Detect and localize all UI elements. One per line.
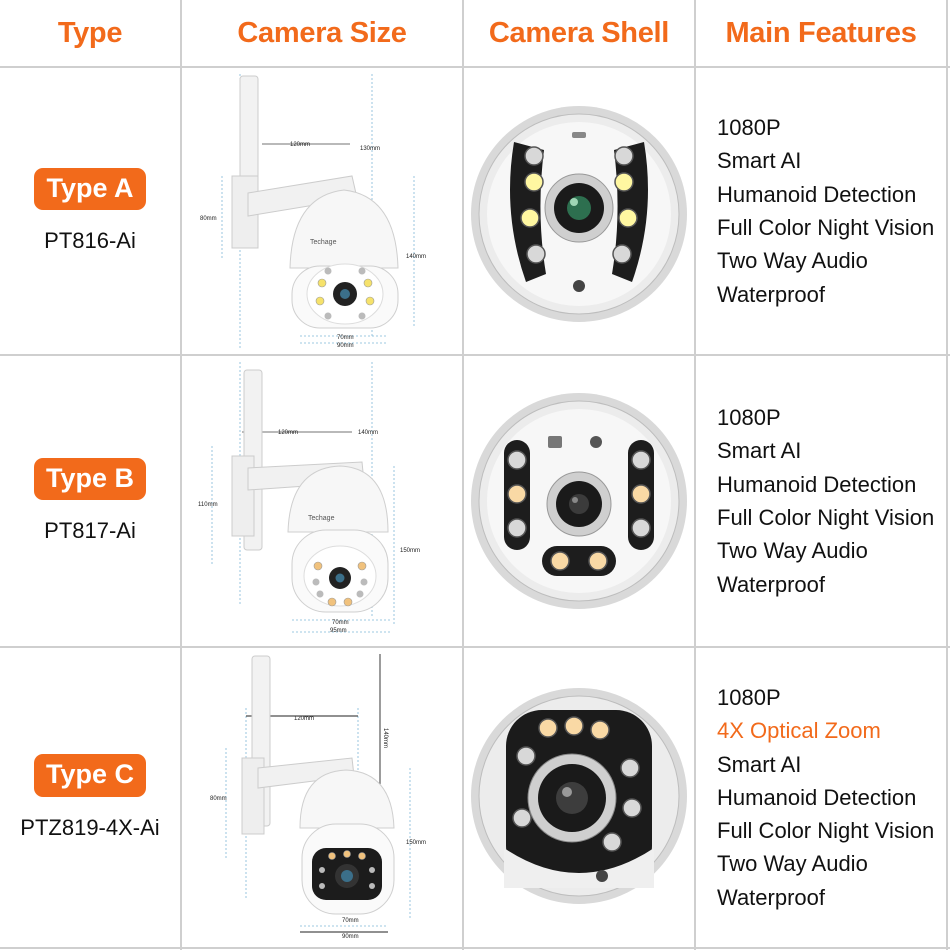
feature-item: Smart AI bbox=[717, 751, 802, 777]
features-cell: 1080P Smart AI Humanoid Detection Full C… bbox=[717, 68, 947, 354]
dimension-label: 70mm bbox=[342, 918, 359, 924]
grid-line bbox=[946, 0, 948, 950]
header-camera-size: Camera Size bbox=[237, 16, 407, 49]
camera-shell-image bbox=[471, 688, 687, 904]
feature-item: Full Color Night Vision bbox=[717, 818, 935, 844]
feature-item: Smart AI bbox=[717, 438, 802, 464]
dimension-label: 70mm bbox=[337, 335, 354, 341]
grid-line bbox=[0, 66, 950, 68]
feature-item: Two Way Audio bbox=[717, 851, 868, 877]
feature-item: 1080P bbox=[717, 405, 781, 431]
grid-line bbox=[694, 0, 696, 950]
feature-item-highlight: 4X Optical Zoom bbox=[717, 718, 881, 744]
dimension-label: 130mm bbox=[360, 146, 380, 152]
type-cell: Type C PTZ819-4X-Ai bbox=[0, 648, 180, 947]
type-cell: Type B PT817-Ai bbox=[0, 356, 180, 646]
feature-item: Waterproof bbox=[717, 884, 826, 910]
features-cell: 1080P 4X Optical Zoom Smart AI Humanoid … bbox=[717, 648, 947, 947]
header-camera-shell: Camera Shell bbox=[488, 16, 670, 49]
dimension-label: 150mm bbox=[406, 840, 426, 846]
features-cell: 1080P Smart AI Humanoid Detection Full C… bbox=[717, 356, 947, 646]
feature-item: Full Color Night Vision bbox=[717, 505, 935, 530]
dimension-label: 140mm bbox=[406, 254, 426, 260]
grid-line bbox=[0, 646, 950, 648]
camera-shell-cell bbox=[464, 68, 694, 354]
feature-item: Waterproof bbox=[717, 571, 826, 597]
camera-shell-image bbox=[471, 393, 687, 609]
grid-line bbox=[0, 354, 950, 356]
feature-item: Two Way Audio bbox=[717, 248, 868, 274]
dimension-label: 150mm bbox=[400, 548, 420, 554]
feature-item: Humanoid Detection bbox=[717, 471, 917, 497]
camera-shell-image bbox=[471, 106, 687, 322]
dimension-label: 90mm bbox=[337, 343, 354, 349]
camera-shell-cell bbox=[464, 648, 694, 947]
dimension-label: 70mm bbox=[332, 620, 349, 626]
grid-line bbox=[462, 0, 464, 950]
camera-shell-cell bbox=[464, 356, 694, 646]
camera-size-cell: 120mm 140mm 80mm 150mm 70mm 90mm bbox=[182, 648, 462, 947]
feature-item: Full Color Night Vision bbox=[717, 215, 935, 240]
dimension-label: 140mm bbox=[382, 728, 388, 748]
feature-item: Humanoid Detection bbox=[717, 181, 917, 207]
camera-dimension-drawing: 120mm 140mm 80mm 150mm 70mm 90mm bbox=[210, 654, 426, 940]
camera-dimension-drawing: Techage 120mm 140mm 110mm 150mm 70mm 95m… bbox=[198, 362, 420, 634]
dimension-label: 120mm bbox=[278, 430, 298, 436]
type-badge: Type B bbox=[33, 457, 146, 501]
table-row: Type C PTZ819-4X-Ai bbox=[0, 648, 950, 947]
type-badge: Type C bbox=[33, 754, 146, 797]
model-name: PT817-Ai bbox=[44, 518, 136, 544]
type-badge: Type A bbox=[34, 167, 146, 211]
feature-item: Two Way Audio bbox=[717, 538, 868, 564]
table-header: Type Camera Size Camera Shell Main Featu… bbox=[0, 0, 950, 66]
dimension-label: 140mm bbox=[358, 430, 378, 436]
table-row: Type A PT816-Ai bbox=[0, 68, 950, 354]
type-cell: Type A PT816-Ai bbox=[0, 68, 180, 354]
dimension-label: 90mm bbox=[342, 934, 359, 940]
dimension-label: 80mm bbox=[200, 216, 217, 222]
grid-line bbox=[0, 947, 950, 949]
feature-item: Smart AI bbox=[717, 148, 802, 174]
brand-label: Techage bbox=[310, 239, 337, 246]
camera-size-cell: Techage 120mm 140mm 110mm 150mm 70mm 95m… bbox=[182, 356, 462, 646]
feature-item: Humanoid Detection bbox=[717, 784, 917, 810]
brand-label: Techage bbox=[308, 515, 335, 522]
table-row: Type B PT817-Ai bbox=[0, 356, 950, 646]
dimension-label: 110mm bbox=[198, 502, 218, 508]
model-name: PT816-Ai bbox=[44, 228, 136, 254]
dimension-label: 95mm bbox=[330, 628, 347, 634]
dimension-label: 120mm bbox=[290, 142, 310, 148]
dimension-label: 120mm bbox=[294, 716, 314, 722]
feature-item: 1080P bbox=[717, 684, 781, 710]
feature-item: 1080P bbox=[717, 115, 781, 141]
dimension-label: 80mm bbox=[210, 796, 227, 802]
feature-item: Waterproof bbox=[717, 281, 826, 307]
camera-dimension-drawing: Techage 120mm 130mm 80mm 140mm 70mm 90mm bbox=[200, 74, 426, 349]
header-type: Type bbox=[57, 16, 123, 49]
grid-line bbox=[180, 0, 182, 950]
model-name: PTZ819-4X-Ai bbox=[20, 814, 160, 840]
header-main-features: Main Features bbox=[725, 16, 917, 49]
camera-size-cell: Techage 120mm 130mm 80mm 140mm 70mm 90mm bbox=[182, 68, 462, 354]
